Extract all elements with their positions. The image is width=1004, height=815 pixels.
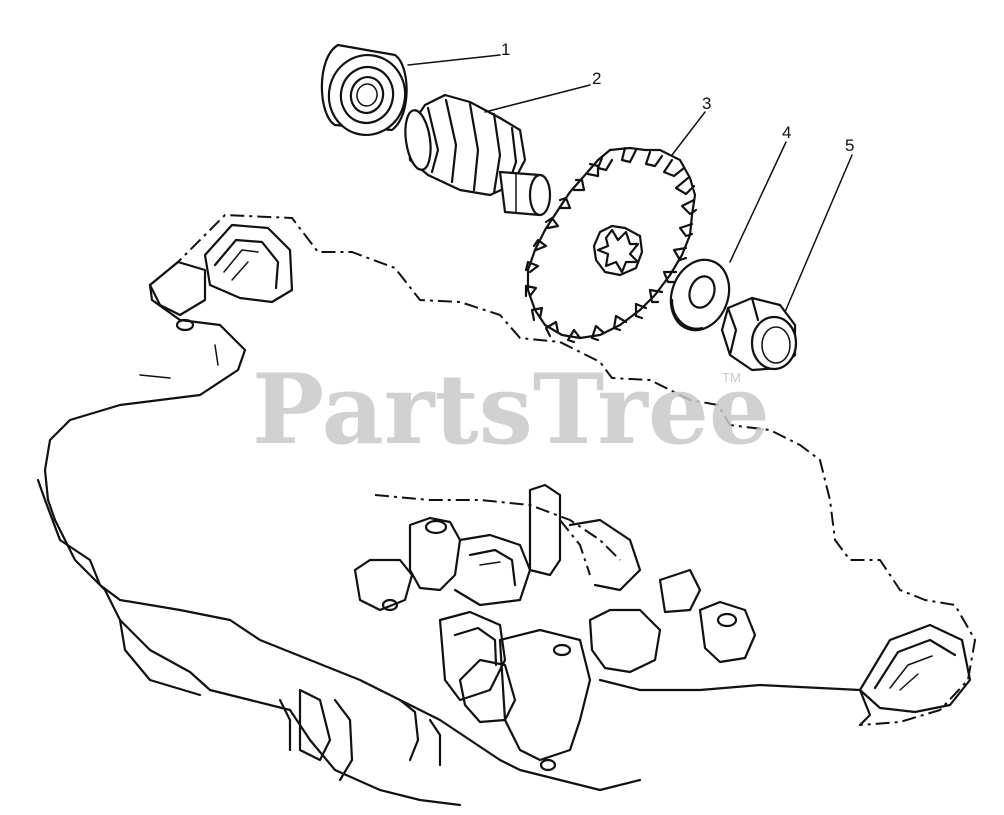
sprocket-gear-part	[524, 146, 698, 344]
watermark-trademark-text: TM	[722, 370, 741, 385]
leader-line-3	[671, 111, 706, 156]
callout-label-3: 3	[702, 94, 711, 113]
leader-line-5	[784, 154, 853, 313]
leader-line-4	[729, 141, 787, 263]
bushing-part	[720, 296, 798, 372]
callout-label-2: 2	[592, 69, 601, 88]
leader-line-1	[407, 54, 501, 66]
partstree-watermark: PartsTree TM	[252, 353, 770, 466]
callout-label-5: 5	[845, 136, 854, 155]
bearing-part	[320, 43, 408, 137]
callout-labels: 1 2 3 4 5	[501, 40, 854, 155]
pinion-shaft-part	[404, 93, 552, 217]
callout-leaders	[407, 54, 853, 313]
watermark-brand-text: PartsTree	[252, 353, 770, 466]
leader-line-2	[484, 84, 591, 113]
callout-label-1: 1	[501, 40, 510, 59]
callout-label-4: 4	[782, 123, 791, 142]
washer-part	[669, 258, 731, 332]
transmission-housing	[36, 214, 976, 807]
